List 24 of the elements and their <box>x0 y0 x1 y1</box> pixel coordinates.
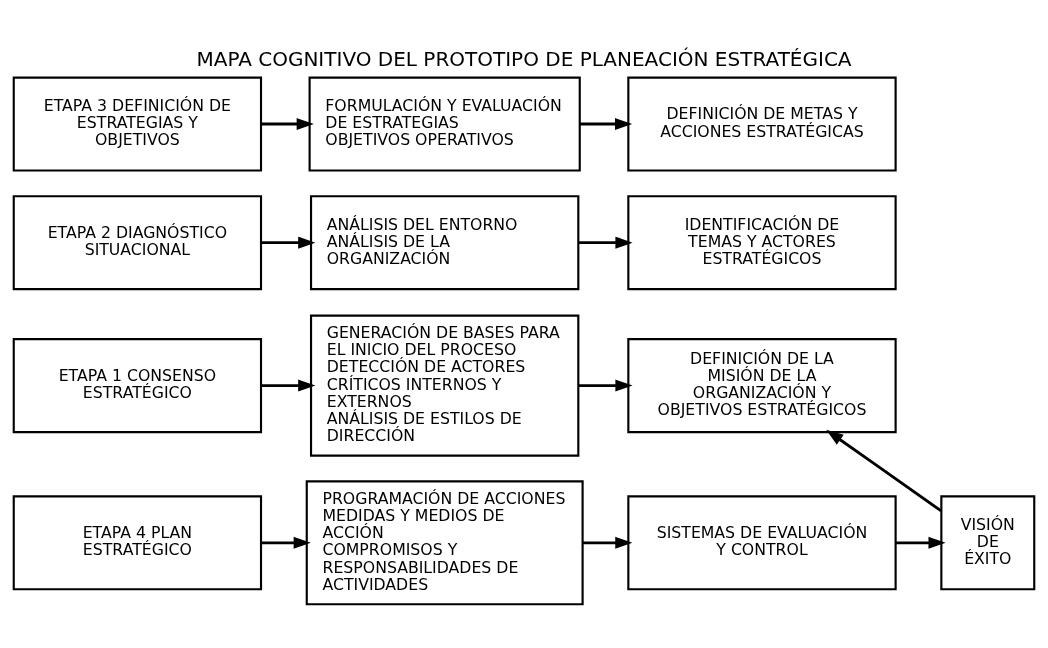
node-box: VISIÓN DE ÉXITO <box>940 494 1036 590</box>
diagram-title: MAPA COGNITIVO DEL PROTOTIPO DE PLANEACIÓN ESTRATÉGICA <box>196 46 852 71</box>
node-box: DEFINICIÓN DE METAS Y ACCIONES ESTRATÉGICAS <box>627 76 897 172</box>
node-box: IDENTIFICACIÓN DE TEMAS Y ACTORES ESTRATÉGICOS <box>627 194 897 290</box>
node-box: ETAPA 4 PLAN ESTRATÉGICO <box>12 494 263 590</box>
node-box: DEFINICIÓN DE LA MISIÓN DE LA ORGANIZACIÓN Y OBJETIVOS ESTRATÉGICOS <box>627 337 897 433</box>
arrow <box>579 117 633 130</box>
arrow <box>261 236 316 249</box>
arrow <box>261 117 314 130</box>
node-box: ANÁLISIS DEL ENTORNO ANÁLISIS DE LA ORGANIZACIÓN <box>309 194 580 290</box>
arrow <box>578 379 633 392</box>
node-box: ETAPA 2 DIAGNÓSTICO SITUACIONAL <box>12 194 263 290</box>
node-box: PROGRAMACIÓN DE ACCIONES MEDIDAS Y MEDIOS DE ACCIÓN COMPROMISOS Y RESPONSABILIDADES DE ACTIVIDADES <box>305 479 584 605</box>
arrow <box>582 536 633 549</box>
node-box: FORMULACIÓN Y EVALUACIÓN DE ESTRATEGIAS OBJETIVOS OPERATIVOS <box>308 76 581 172</box>
node-box: GENERACIÓN DE BASES PARA EL INICIO DEL PROCESO DETECCIÓN DE ACTORES CRÍTICOS INTERNOS Y EXTERNOS ANÁLISIS DE ESTILOS DE DIRECCIÓN <box>309 314 580 457</box>
arrow <box>578 236 633 249</box>
arrow <box>895 536 946 549</box>
node-box: SISTEMAS DE EVALUACIÓN Y CONTROL <box>627 494 897 590</box>
arrow <box>826 429 942 512</box>
node-box: ETAPA 1 CONSENSO ESTRATÉGICO <box>12 337 263 433</box>
node-box: ETAPA 3 DEFINICIÓN DE ESTRATEGIAS Y OBJETIVOS <box>12 76 263 172</box>
arrow <box>261 379 316 392</box>
arrow <box>261 536 311 549</box>
